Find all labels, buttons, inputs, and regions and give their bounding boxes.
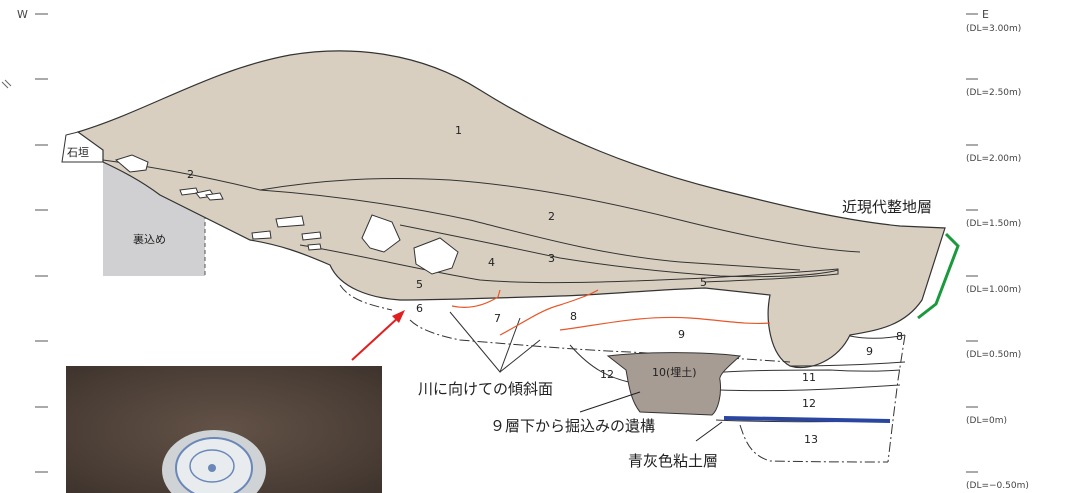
clay-label: 青灰色粘土層 — [628, 452, 718, 470]
layer-boundaries — [102, 159, 861, 284]
layer-11-label: 11 — [802, 371, 816, 384]
left-tick-marks — [35, 13, 48, 473]
uragome-label: 裏込め — [133, 232, 166, 246]
layer-2-label-east: 2 — [548, 210, 555, 223]
level-label-0: (DL=0m) — [966, 416, 1007, 426]
layer-4-label: 4 — [488, 256, 495, 269]
layer-9-label-west: 9 — [678, 328, 685, 341]
modern-fill-marker — [917, 232, 960, 320]
stones — [114, 154, 459, 275]
layer-13-label: 13 — [804, 433, 818, 446]
west-label: W — [17, 8, 28, 21]
layer-8-label-east: 8 — [896, 330, 903, 343]
layer-12-label-west: 12 — [600, 368, 614, 381]
excavation-photo — [66, 366, 382, 493]
slope-label: 川に向けての傾斜面 — [418, 380, 553, 398]
layer-8-label-west: 8 — [570, 310, 577, 323]
orange-boundaries — [451, 289, 771, 336]
modern-fill-label: 近現代整地層 — [842, 198, 932, 216]
layer-1-label: 1 — [455, 124, 462, 137]
level-label-1-50: (DL=1.50m) — [966, 219, 1021, 229]
pit-fill-layer-10 — [606, 352, 742, 416]
ishigaki-label: 石垣 — [67, 146, 89, 159]
leader-lines — [579, 391, 723, 442]
layer-9-label-east: 9 — [866, 345, 873, 358]
layer-5-label-west: 5 — [416, 278, 423, 291]
level-label-2-00: (DL=2.00m) — [966, 154, 1021, 164]
photo-pointer-arrow — [351, 315, 401, 361]
level-label-0-50: (DL=0.50m) — [966, 350, 1021, 360]
edge-mark — [1, 79, 12, 89]
layer-10-label: 10(埋土) — [652, 366, 697, 379]
layer-6-label: 6 — [416, 302, 423, 315]
layer-3-label: 3 — [548, 252, 555, 265]
soil-mass — [76, 50, 946, 368]
level-label-2-50: (DL=2.50m) — [966, 88, 1021, 98]
pit-label: ９層下から掘込みの遺構 — [490, 417, 655, 435]
right-tick-marks — [966, 13, 978, 473]
level-label-3-00: (DL=3.00m) — [966, 24, 1021, 34]
layer-2-label-west: 2 — [187, 168, 194, 181]
arrow-head — [392, 310, 405, 323]
layer-12-label-east: 12 — [802, 397, 816, 410]
layer-5-label-east: 5 — [700, 276, 707, 289]
level-label-1-00: (DL=1.00m) — [966, 285, 1021, 295]
layer-7-label: 7 — [494, 312, 501, 325]
east-label: E — [982, 8, 989, 21]
clay-layer-marker — [723, 416, 891, 423]
level-label-minus-0-50: (DL=−0.50m) — [966, 481, 1029, 491]
